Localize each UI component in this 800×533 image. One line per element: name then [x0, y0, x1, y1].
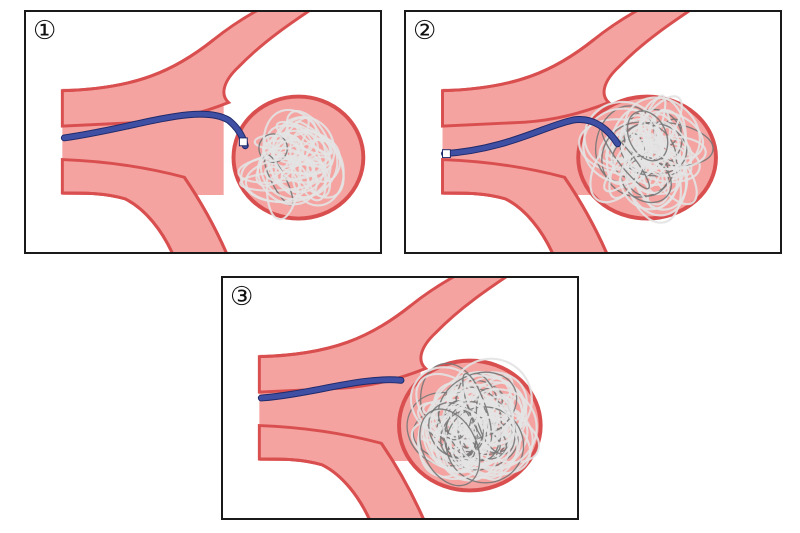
coil-loop	[623, 95, 683, 172]
coil-loop	[455, 388, 538, 470]
step-2-label: ②	[413, 16, 437, 46]
coil-loop	[441, 383, 515, 466]
catheter-tip-marker	[442, 149, 451, 159]
coil-loop	[626, 110, 669, 162]
step-3-illustration	[257, 278, 543, 518]
step-3-label: ③	[230, 282, 254, 312]
vessel-wall-lower-inner	[183, 176, 228, 252]
coil-loop	[619, 131, 645, 169]
coil-mass	[237, 108, 345, 221]
coil-loop	[272, 115, 336, 184]
vessel-wall-upper	[442, 38, 595, 93]
coil-loop	[298, 156, 333, 176]
vessel-wall-upper	[62, 38, 215, 93]
coil-mass	[406, 357, 541, 487]
coil-loop	[608, 134, 648, 199]
catheter-tip-marker	[238, 137, 248, 147]
coil-loop	[428, 402, 479, 458]
catheter	[441, 116, 622, 159]
coil-loop	[275, 120, 333, 156]
vessel-wall-lower	[62, 191, 174, 252]
coil-loop	[476, 396, 514, 434]
catheter-tube	[61, 111, 248, 149]
vessel-wall-lower	[442, 191, 554, 252]
vessel-wall-lower-inner	[380, 442, 425, 518]
catheter	[60, 110, 249, 150]
coil-loop	[244, 157, 328, 204]
vessel-wall-lower-inner	[563, 176, 608, 252]
coil-loop	[419, 408, 481, 487]
coil-loop	[623, 121, 714, 167]
step-1-panel: ①	[24, 10, 382, 254]
catheter	[257, 376, 405, 402]
vessel-wall-lower	[259, 457, 371, 518]
coil-loop	[255, 138, 304, 187]
coil-loop	[619, 150, 678, 211]
coil-loop	[417, 405, 491, 481]
step-1-illustration	[60, 12, 366, 252]
coil-loop	[647, 147, 667, 170]
coil-mass	[578, 94, 714, 224]
step-3-panel: ③	[221, 276, 579, 520]
coil-loop	[582, 107, 664, 184]
coil-loop	[262, 108, 327, 194]
coil-loop	[449, 414, 511, 476]
catheter-tube	[258, 377, 404, 401]
step-2-illustration	[441, 12, 718, 252]
step-2-panel: ②	[404, 10, 782, 254]
coil-loop	[434, 402, 490, 474]
vessel-wall-upper	[259, 304, 412, 359]
catheter-tube	[442, 117, 621, 157]
step-1-label: ①	[33, 16, 57, 46]
